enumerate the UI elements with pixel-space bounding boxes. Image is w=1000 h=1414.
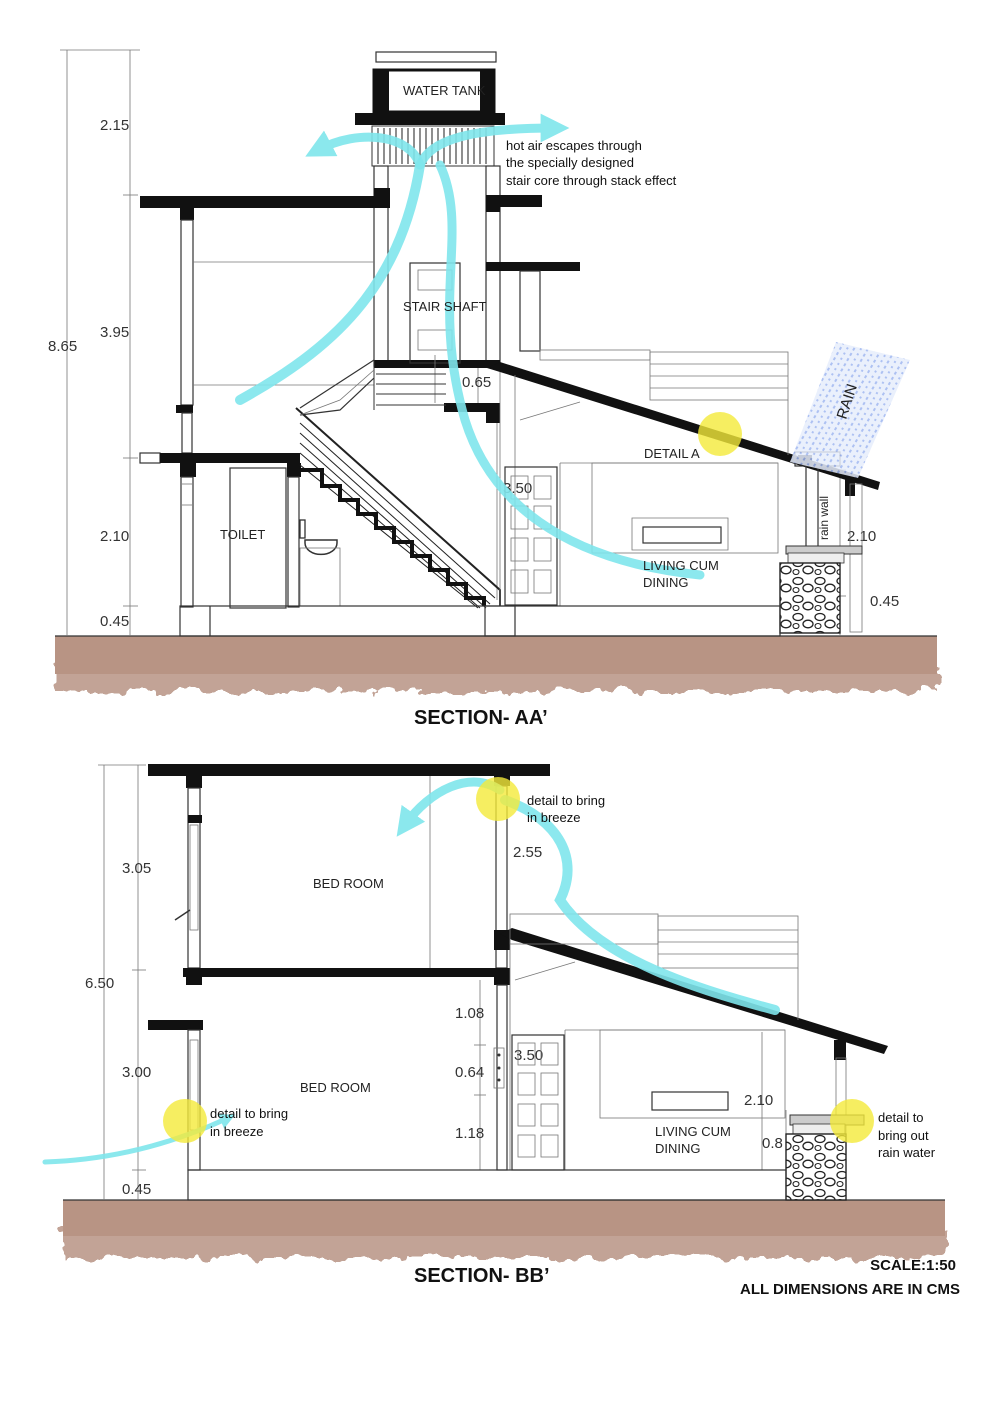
stair-shaft-label: STAIR SHAFT: [403, 299, 487, 314]
rain-water-detail-highlight: [830, 1099, 874, 1143]
rain-wall-label: rain wall: [817, 496, 831, 540]
breeze-detail-top-highlight: [476, 777, 520, 821]
breeze-top-note-line2: in breeze: [527, 810, 580, 825]
bed-room-lower-label: BED ROOM: [300, 1080, 371, 1095]
water-tank-label: WATER TANK: [403, 83, 486, 98]
stair-core-louvers: [371, 125, 495, 167]
scale-note: SCALE:1:50: [870, 1257, 956, 1274]
dim-3-50-bb: 3.50: [514, 1047, 543, 1064]
staircase: [295, 359, 501, 609]
building-structure-aa: [139, 51, 880, 637]
breeze-detail-left-highlight: [163, 1099, 207, 1143]
living-dining-aa-line1: LIVING CUM: [643, 558, 719, 573]
stack-effect-note-line2: the specially designed: [506, 155, 634, 170]
sloped-roof-aa: [487, 362, 880, 633]
dim-2-10-left: 2.10: [100, 528, 129, 545]
rain-water-note-line3: rain water: [878, 1145, 936, 1160]
stack-effect-note-line1: hot air escapes through: [506, 138, 642, 153]
rain-water-note-line1: detail to: [878, 1110, 924, 1125]
dim-3-00: 3.00: [122, 1064, 151, 1081]
living-dining-bb-line1: LIVING CUM: [655, 1124, 731, 1139]
units-note: ALL DIMENSIONS ARE IN CMS: [740, 1281, 960, 1298]
stack-effect-note-line3: stair core through stack effect: [506, 173, 677, 188]
living-dining-bb-line2: DINING: [655, 1141, 701, 1156]
breeze-left-note-line1: detail to bring: [210, 1106, 288, 1121]
detail-a-highlight: [698, 412, 742, 456]
dim-6-50: 6.50: [85, 975, 114, 992]
dim-1-08: 1.08: [455, 1005, 484, 1022]
dim-8-65: 8.65: [48, 338, 77, 355]
dim-0-65: 0.65: [462, 374, 491, 391]
section-bb: 3.05 6.50 3.00 0.45 2.55 1.08 0.64 1.18 …: [42, 764, 945, 1287]
living-dining-aa-line2: DINING: [643, 575, 689, 590]
dim-2-55: 2.55: [513, 844, 542, 861]
ground-bb: [63, 1199, 945, 1258]
rain-water-note-line2: bring out: [878, 1128, 929, 1143]
dim-0-45-bb: 0.45: [122, 1181, 151, 1198]
dim-2-15: 2.15: [100, 117, 129, 134]
dim-0-64: 0.64: [455, 1064, 484, 1081]
dim-1-18: 1.18: [455, 1125, 484, 1142]
breeze-left-note-line2: in breeze: [210, 1124, 263, 1139]
airflow-arrows-aa: [235, 113, 705, 580]
bed-room-upper-label: BED ROOM: [313, 876, 384, 891]
dim-2-10-bb: 2.10: [744, 1092, 773, 1109]
dim-3-05: 3.05: [122, 860, 151, 877]
rain-wall: [779, 451, 863, 634]
dim-3-95: 3.95: [100, 324, 129, 341]
breeze-top-note-line1: detail to bring: [527, 793, 605, 808]
section-aa: 2.15 3.95 8.65 2.10 0.45 0.65 3.50 2.10 …: [48, 49, 937, 729]
detail-a-label: DETAIL A: [644, 446, 700, 461]
toilet-label: TOILET: [220, 527, 265, 542]
dim-0-45-left: 0.45: [100, 613, 129, 630]
section-aa-title: SECTION- AA’: [414, 707, 548, 729]
section-bb-title: SECTION- BB’: [414, 1265, 550, 1287]
dim-0-8: 0.8: [762, 1135, 783, 1152]
dim-0-45-right: 0.45: [870, 593, 899, 610]
rain-graphic: [790, 342, 910, 478]
ground-aa: [55, 635, 937, 691]
